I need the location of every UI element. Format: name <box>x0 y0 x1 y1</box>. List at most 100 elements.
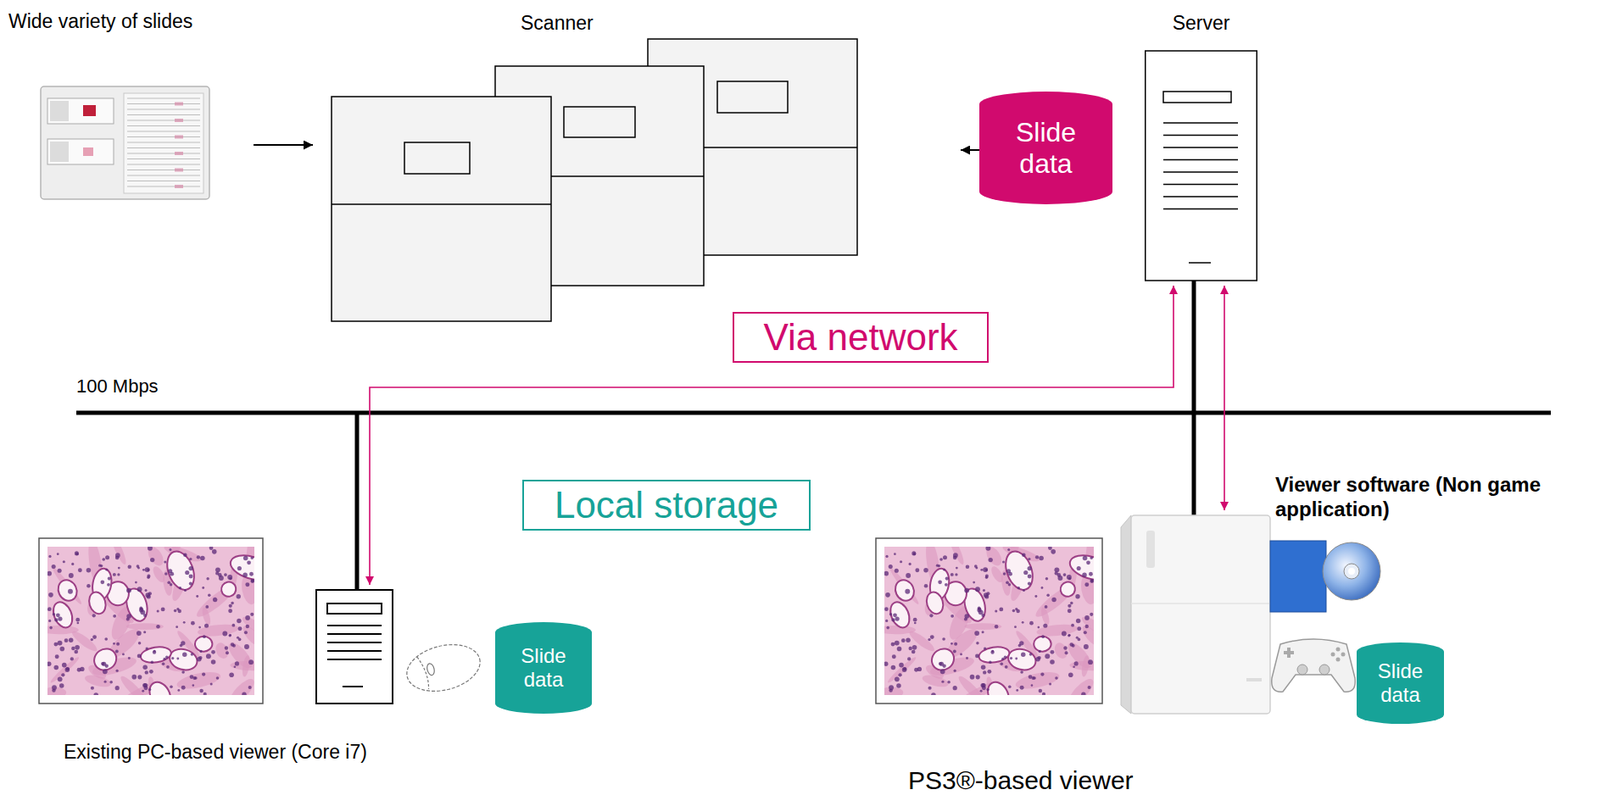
tissue-streak <box>196 623 240 639</box>
node-text: Slide data <box>1367 659 1434 707</box>
cell-nucleus <box>904 589 910 595</box>
slide-data-cylinder: Slide data <box>1356 642 1444 725</box>
tissue-streak <box>161 569 174 597</box>
cell-nucleus <box>1019 641 1024 646</box>
cell-nucleus <box>144 670 149 675</box>
cell-nucleus <box>48 555 51 558</box>
cell-nucleus <box>914 622 917 625</box>
cell-nucleus <box>905 573 911 579</box>
cell-nucleus <box>138 641 141 645</box>
cell-nucleus <box>117 567 121 570</box>
cell-nucleus <box>245 615 251 621</box>
cell-nucleus <box>115 650 119 654</box>
tissue-streak <box>1000 569 1013 597</box>
cell-nucleus <box>210 682 213 686</box>
cell-nucleus <box>1041 586 1044 590</box>
cell-nucleus <box>225 651 229 655</box>
cell-nucleus <box>190 621 196 626</box>
cell-nucleus <box>1020 670 1024 675</box>
cell-nucleus <box>1090 557 1093 560</box>
cell-nucleus <box>964 588 970 594</box>
cell-nucleus <box>939 557 943 562</box>
gland-lumen <box>145 678 175 696</box>
cell-nucleus <box>1070 642 1074 647</box>
cell-nucleus <box>891 618 895 622</box>
cell-nucleus <box>899 560 903 564</box>
cell-nucleus <box>52 613 56 616</box>
tissue-streak <box>1039 607 1051 627</box>
cell-nucleus <box>181 685 186 691</box>
cell-nucleus <box>181 670 185 675</box>
cell-nucleus <box>985 574 989 579</box>
cell-nucleus <box>903 667 907 671</box>
cell-nucleus <box>905 637 910 642</box>
cell-nucleus <box>189 557 192 561</box>
cell-nucleus <box>889 613 892 616</box>
cell-nucleus <box>238 626 243 631</box>
cell-nucleus <box>205 605 209 609</box>
cell-nucleus <box>178 609 182 614</box>
cell-nucleus <box>896 683 902 689</box>
pc-tower <box>316 590 393 704</box>
cell-nucleus <box>131 674 137 681</box>
cell-nucleus <box>1082 556 1088 562</box>
cell-nucleus <box>1012 609 1016 614</box>
cell-nucleus <box>965 565 971 570</box>
cell-nucleus <box>137 586 143 592</box>
cell-nucleus <box>164 572 168 575</box>
tissue-streak <box>955 674 988 696</box>
cell-nucleus <box>1015 609 1020 614</box>
cell-nucleus <box>177 689 180 692</box>
cell-nucleus <box>145 646 149 650</box>
cell-nucleus <box>982 589 986 592</box>
cell-nucleus <box>126 588 132 594</box>
cell-nucleus <box>245 582 250 587</box>
cell-nucleus <box>1036 656 1041 660</box>
cell-nucleus <box>991 650 994 653</box>
tissue-streak <box>1064 675 1094 696</box>
cell-nucleus <box>1008 583 1011 586</box>
cell-nucleus <box>216 676 220 681</box>
cell-nucleus <box>955 567 959 570</box>
cell-nucleus <box>117 573 120 576</box>
cell-nucleus <box>1021 621 1025 625</box>
cell-nucleus <box>228 634 231 637</box>
cell-nucleus <box>128 657 131 660</box>
cell-nucleus <box>1081 691 1086 696</box>
label-slot: Viewer software (Non game application) <box>1275 473 1591 523</box>
cell-nucleus <box>975 641 979 645</box>
gland-lumen <box>1000 547 1037 594</box>
tissue-streak <box>50 566 84 607</box>
cell-nucleus <box>166 665 170 669</box>
cell-nucleus <box>885 592 891 598</box>
node-text: Wide variety of slides <box>8 10 246 33</box>
pc-cable <box>355 412 360 591</box>
cell-nucleus <box>1085 624 1089 629</box>
gland-lumen <box>924 590 946 616</box>
cell-nucleus <box>98 564 101 568</box>
tissue-streak <box>150 564 168 585</box>
cell-nucleus <box>171 657 174 660</box>
cell-nucleus <box>144 567 151 573</box>
cell-nucleus <box>1057 573 1062 578</box>
pc-viewer-group: Existing PC-based viewer (Core i7)Slide … <box>39 590 620 772</box>
cell-nucleus <box>206 653 212 659</box>
cell-nucleus <box>150 557 155 563</box>
cell-nucleus <box>885 555 888 558</box>
cell-nucleus <box>1051 597 1056 603</box>
node-text: Local storage <box>554 484 779 528</box>
cell-nucleus <box>162 657 166 661</box>
cell-nucleus <box>891 654 897 659</box>
cell-nucleus <box>73 650 79 655</box>
slide-box-drawing <box>8 10 242 204</box>
cell-nucleus <box>907 657 911 661</box>
cell-nucleus <box>169 685 173 690</box>
cell-nucleus <box>1083 644 1089 650</box>
cell-nucleus <box>924 584 929 589</box>
cell-nucleus <box>77 668 82 673</box>
server-tower-drawing <box>1144 8 1258 281</box>
cell-nucleus <box>156 609 160 613</box>
cell-nucleus <box>884 571 889 577</box>
cell-nucleus <box>1068 672 1074 678</box>
cell-nucleus <box>911 551 916 556</box>
